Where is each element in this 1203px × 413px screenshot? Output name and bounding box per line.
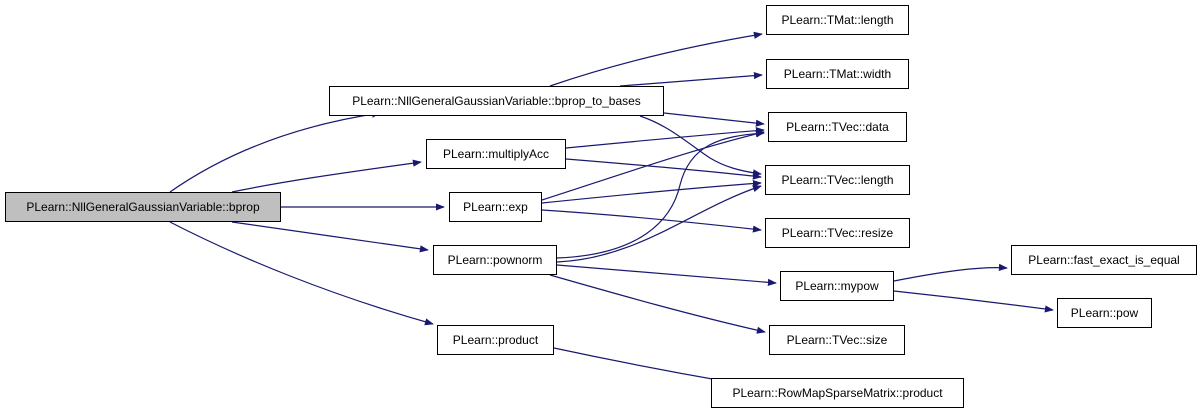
node-tmat-width[interactable]: PLearn::TMat::width: [766, 59, 909, 89]
node-exp[interactable]: PLearn::exp: [449, 192, 542, 222]
edge-bprop-to-bases-to-tvec-data: [663, 112, 765, 127]
node-rowmap-product[interactable]: PLearn::RowMapSparseMatrix::product: [711, 378, 964, 408]
node-tvec-length[interactable]: PLearn::TVec::length: [765, 165, 910, 195]
edge-bprop-to-multiplyAcc: [231, 159, 422, 193]
node-pow[interactable]: PLearn::pow: [1057, 298, 1152, 328]
node-tvec-resize[interactable]: PLearn::TVec::resize: [765, 218, 910, 248]
edge-exp-to-tvec-resize: [541, 209, 762, 233]
node-tvec-data[interactable]: PLearn::TVec::data: [768, 112, 907, 142]
edge-mypow-to-pow: [893, 290, 1054, 313]
edge-bprop-to-pownorm: [231, 221, 429, 253]
node-bprop-to-bases[interactable]: PLearn::NllGeneralGaussianVariable::bpro…: [329, 86, 664, 116]
node-mypow[interactable]: PLearn::mypow: [780, 271, 894, 301]
node-fast-exact-is-equal[interactable]: PLearn::fast_exact_is_equal: [1011, 245, 1197, 275]
edge-exp-to-tvec-length: [541, 179, 762, 204]
edge-bprop-to-product: [169, 221, 434, 326]
edge-exp-to-tvec-data: [541, 130, 765, 201]
edge-pownorm-to-tvec-length: [556, 185, 762, 263]
edge-pownorm-to-tvec-data: [556, 129, 765, 259]
edge-pownorm-to-tvec-size: [549, 274, 766, 334]
edge-bprop-to-bases-to-tmat-width: [619, 71, 763, 87]
edge-multiplyAcc-to-tvec-data: [565, 127, 765, 149]
edge-bprop-to-bases-to-tmat-length: [549, 31, 763, 87]
edge-multiplyAcc-to-tvec-length: [565, 158, 762, 180]
node-multiply-acc[interactable]: PLearn::multiplyAcc: [426, 139, 566, 169]
edge-mypow-to-fast-exact-is-equal: [893, 263, 1008, 282]
node-pownorm[interactable]: PLearn::pownorm: [433, 245, 557, 275]
node-tmat-length[interactable]: PLearn::TMat::length: [766, 5, 909, 35]
node-product[interactable]: PLearn::product: [437, 325, 554, 355]
edge-bprop-to-bprop-to-bases: [169, 110, 381, 193]
node-bprop: PLearn::NllGeneralGaussianVariable::bpro…: [5, 192, 281, 222]
edge-bprop-to-bases-to-tvec-length: [639, 115, 762, 177]
edge-product-to-rowmap-product: [553, 347, 736, 386]
node-tvec-size[interactable]: PLearn::TVec::size: [769, 325, 905, 355]
edge-pownorm-to-mypow: [556, 264, 777, 286]
